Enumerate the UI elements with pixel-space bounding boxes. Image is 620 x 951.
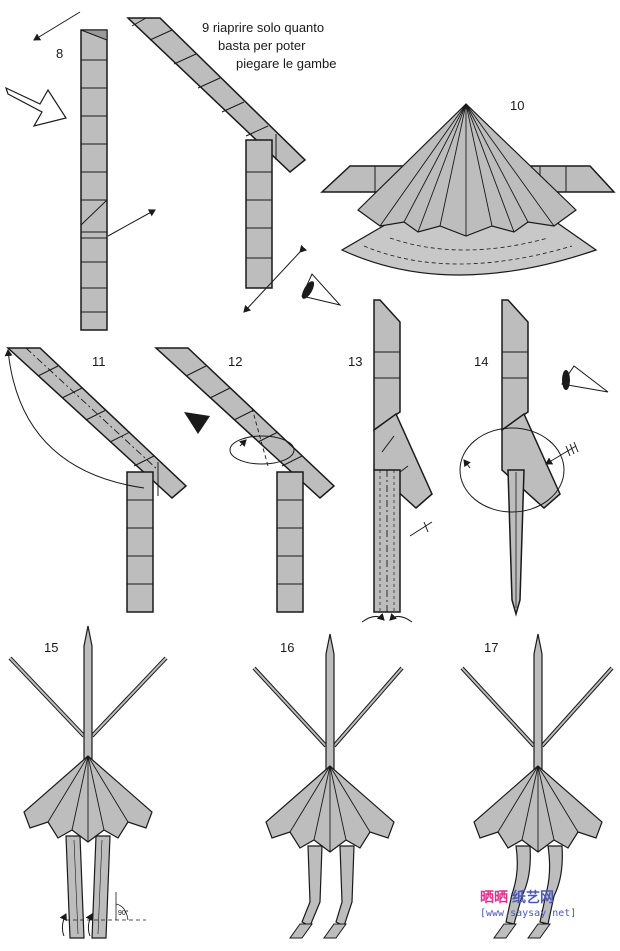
step-10-diagram: 10 xyxy=(320,98,616,276)
step-13-label: 13 xyxy=(348,354,362,369)
step-12-diagram: 12 xyxy=(154,347,336,613)
step-9-diagram: 9 riaprire solo quanto basta per poter p… xyxy=(126,17,342,313)
step-15-diagram: 90° 15 xyxy=(8,625,168,939)
step-11-diagram: 11 xyxy=(4,347,188,613)
watermark: 晒晒 纸艺网 [www.saysay.net] xyxy=(480,889,576,919)
step-11-label: 11 xyxy=(92,354,106,369)
step-14-diagram: 14 xyxy=(459,299,609,617)
step-16-diagram: 16 xyxy=(252,633,404,939)
step-17-label: 17 xyxy=(484,640,498,655)
watermark-site-name-part1: 晒晒 xyxy=(480,890,508,906)
step-8-diagram: 8 xyxy=(4,11,156,331)
step-9-note-line1: 9 riaprire solo quanto xyxy=(202,20,324,35)
step-16-label: 16 xyxy=(280,640,294,655)
step-8-label: 8 xyxy=(56,46,63,61)
push-arrow-icon xyxy=(4,86,67,127)
step-12-label: 12 xyxy=(228,354,242,369)
watermark-site-name-part2: 纸艺网 xyxy=(512,889,554,906)
step-9-note-line3: piegare le gambe xyxy=(236,56,336,71)
watermark-url: [www.saysay.net] xyxy=(480,908,576,919)
step-9-note-line2: basta per poter xyxy=(218,38,306,53)
step-13-diagram: 13 xyxy=(348,299,433,623)
angle-label: 90° xyxy=(118,909,129,917)
step-17-diagram: 17 xyxy=(460,633,614,939)
push-arrow-icon xyxy=(184,412,210,434)
step-15-label: 15 xyxy=(44,640,58,655)
step-10-label: 10 xyxy=(510,98,524,113)
eye-icon xyxy=(562,370,570,390)
eye-icon xyxy=(301,281,315,299)
step-14-label: 14 xyxy=(474,354,488,369)
